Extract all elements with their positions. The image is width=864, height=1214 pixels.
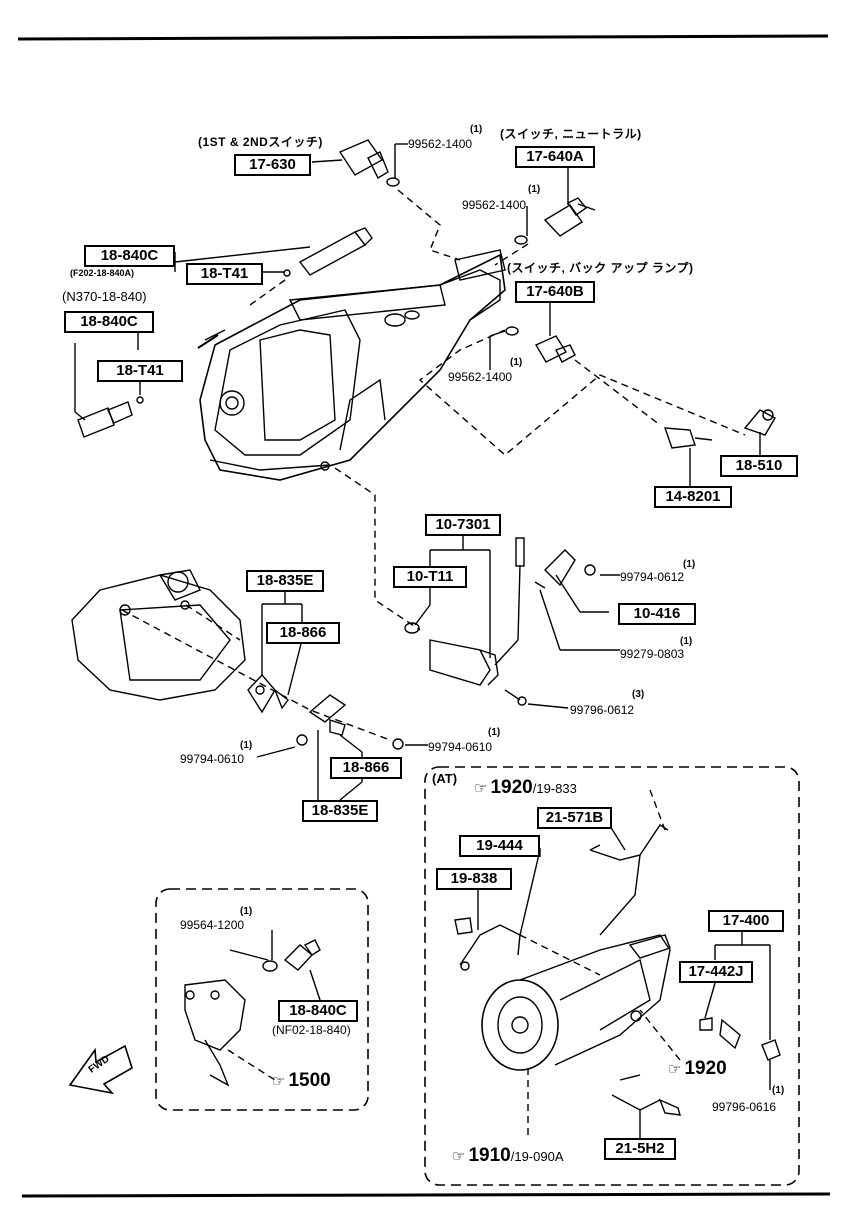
part-21-571B-label[interactable]: 21-571B [537,807,612,829]
switch-17-630-note: (1ST & 2NDスイッチ) [198,135,323,149]
harness-drawing [454,824,781,1116]
part-18-835E-a-label[interactable]: 18-835E [246,570,324,592]
clutch-release-cylinder-drawing [404,537,596,706]
qty-99794-0610-a: (1) [240,740,253,751]
part-10-7301-label[interactable]: 10-7301 [425,514,501,536]
part-14-8201-label[interactable]: 14-8201 [654,486,732,508]
sensor-18-510-drawing [743,409,776,436]
part-17-442J-label[interactable]: 17-442J [679,961,753,983]
ref-1500-main: 1500 [288,1070,331,1091]
ref-arrow-icon: ☞ [668,1061,682,1078]
qty-99562-c: (1) [510,357,523,368]
part-19-838-label[interactable]: 19-838 [436,868,512,890]
sensor-1500-drawing [184,939,321,1087]
switch-17-640B-drawing [505,326,576,363]
at-section-title: (AT) [432,771,458,786]
part-18-840C-b-label[interactable]: 18-840C [64,311,154,333]
sensor-14-8201-drawing [663,427,713,449]
ref-1910-main: 1910 [468,1145,511,1166]
part-17-630-label[interactable]: 17-630 [234,154,311,176]
ref-1920-main: 1920 [684,1058,727,1079]
bracket-18-835E-drawing [247,673,404,750]
top-rule [17,34,829,41]
ref-1910-sub: /19-090A [510,1149,564,1164]
part-99562-1400-b[interactable]: 99562-1400 [462,198,527,212]
ref-1920-19-833[interactable]: ☞1920/19-833 [474,777,577,800]
part-18-840C-a-note: (F202-18-840A) [70,268,135,278]
switch-17-640B-note: (スイッチ, バック アップ ランプ) [507,261,694,275]
part-18-T41-b-label[interactable]: 18-T41 [97,360,183,382]
qty-99794-0612: (1) [683,559,696,570]
qty-99562-a: (1) [470,124,483,135]
part-99794-0610-b[interactable]: 99794-0610 [428,740,493,754]
ref-1920-19-833-sub: /19-833 [532,781,577,796]
qty-99279-0803: (1) [680,636,693,647]
part-n370-note: (N370-18-840) [62,289,147,304]
ref-arrow-icon: ☞ [452,1148,466,1165]
part-18-T41-a-label[interactable]: 18-T41 [186,263,263,285]
dashed-leaders-middle [121,604,391,741]
part-99279-0803[interactable]: 99279-0803 [620,647,685,661]
part-17-640B-label[interactable]: 17-640B [515,281,595,303]
part-99794-0610-a[interactable]: 99794-0610 [180,752,245,766]
part-99796-0612[interactable]: 99796-0612 [570,703,635,717]
qty-99796-0616: (1) [772,1085,785,1096]
qty-99794-0610-b: (1) [488,727,501,738]
clutch-housing-drawing [71,569,246,701]
ref-arrow-icon: ☞ [474,780,488,797]
ref-1910-19-090A[interactable]: ☞1910/19-090A [452,1145,564,1168]
part-18-835E-b-label[interactable]: 18-835E [302,800,378,822]
ref-1920[interactable]: ☞1920 [668,1058,727,1081]
dashed-leaders-at [519,789,681,1140]
at-section-border [424,766,800,1186]
part-99562-1400-a[interactable]: 99562-1400 [408,137,473,151]
qty-99564-1200: (1) [240,906,253,917]
switch-17-640A-drawing [514,197,596,245]
part-10-T11-label[interactable]: 10-T11 [393,566,467,588]
part-17-640A-label[interactable]: 17-640A [515,146,595,168]
part-99796-0616[interactable]: 99796-0616 [712,1100,777,1114]
part-99564-1200[interactable]: 99564-1200 [180,918,245,932]
part-99794-0612[interactable]: 99794-0612 [620,570,685,584]
fwd-arrow-icon [68,1044,133,1095]
part-21-5H2-label[interactable]: 21-5H2 [604,1138,676,1160]
sensor-18-840C-left-drawing [77,396,144,438]
part-17-400-label[interactable]: 17-400 [708,910,784,932]
part-nf02-note: (NF02-18-840) [272,1023,351,1037]
part-99562-1400-c[interactable]: 99562-1400 [448,370,513,384]
sensor-18-840C-top-drawing [283,227,373,277]
leader-lines [74,143,771,1138]
part-18-840C-c-label[interactable]: 18-840C [278,1000,358,1022]
bottom-rule [21,1192,831,1198]
qty-99562-b: (1) [528,184,541,195]
part-18-840C-a-label[interactable]: 18-840C [84,245,175,267]
ref-1920-19-833-main: 1920 [490,777,533,798]
part-10-416-label[interactable]: 10-416 [618,603,696,625]
part-18-866-b-label[interactable]: 18-866 [330,757,402,779]
ref-arrow-icon: ☞ [272,1073,286,1090]
qty-99796-0612: (3) [632,689,645,700]
sensor-1500-section-border [155,888,369,1111]
switch-17-640A-note: (スイッチ, ニュートラル) [500,127,642,141]
automatic-transmission-drawing [481,934,671,1071]
manual-transmission-drawing [197,249,506,481]
switch-17-630-drawing [311,139,400,187]
part-18-510-label[interactable]: 18-510 [720,455,798,477]
part-18-866-a-label[interactable]: 18-866 [266,622,340,644]
part-19-444-label[interactable]: 19-444 [459,835,540,857]
dashed-leaders-upper [249,189,746,631]
ref-1500[interactable]: ☞1500 [272,1070,331,1093]
